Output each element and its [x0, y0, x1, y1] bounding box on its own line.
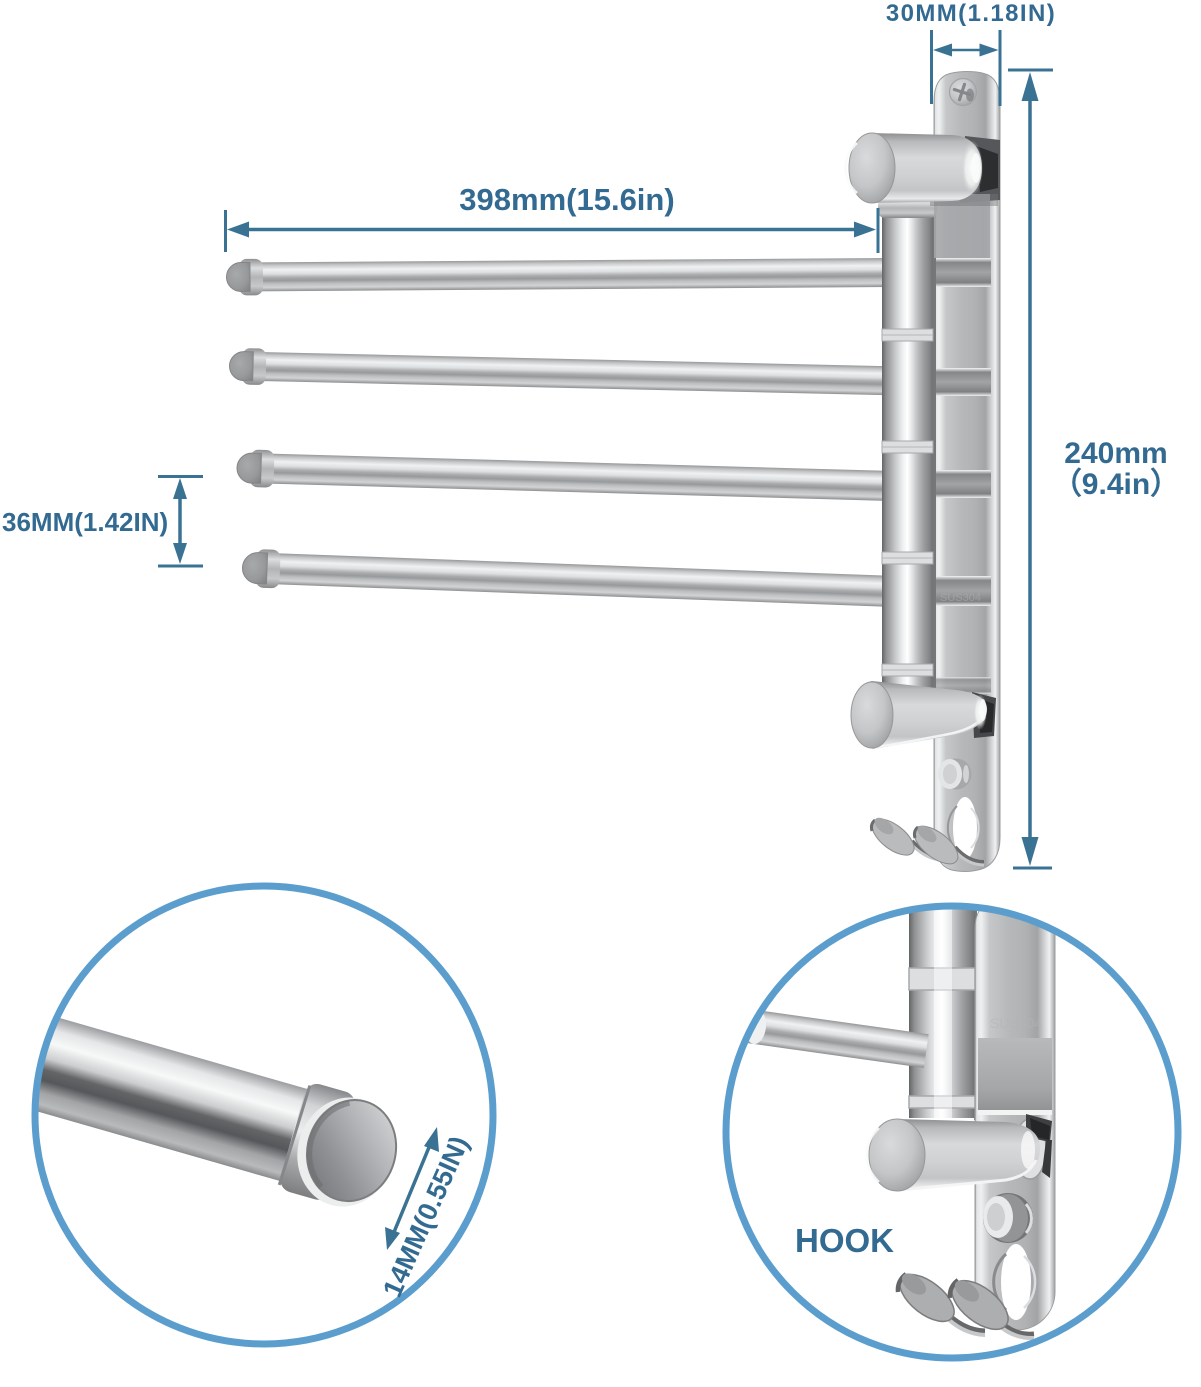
svg-text:36MM(1.42IN): 36MM(1.42IN)	[2, 507, 168, 537]
svg-text:30MM(1.18IN): 30MM(1.18IN)	[886, 0, 1056, 27]
svg-text:HOOK: HOOK	[795, 1222, 894, 1259]
svg-text:398mm(15.6in): 398mm(15.6in)	[459, 182, 674, 217]
svg-text:SUS304: SUS304	[990, 1015, 1042, 1031]
svg-text:（9.4in）: （9.4in）	[1052, 467, 1180, 501]
svg-text:240mm: 240mm	[1064, 437, 1167, 470]
svg-text:SUS304: SUS304	[940, 592, 981, 604]
